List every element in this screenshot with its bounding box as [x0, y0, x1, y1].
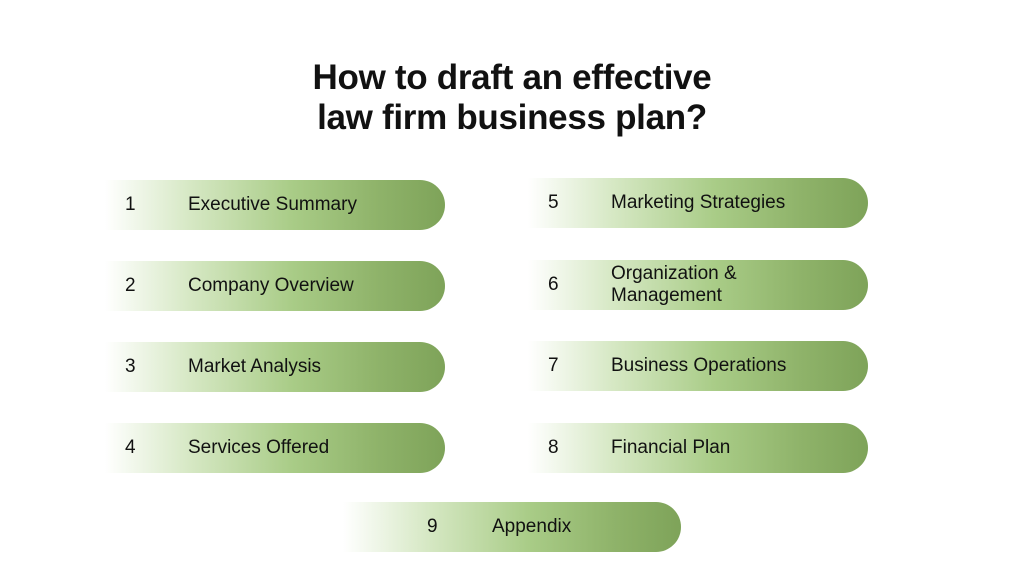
step-number: 7 — [548, 355, 559, 376]
step-number: 6 — [548, 274, 559, 295]
step-label: Organization & Management — [611, 263, 737, 306]
step-label: Services Offered — [188, 437, 330, 458]
step-number: 5 — [548, 192, 559, 213]
step-4: 4 Services Offered — [105, 423, 445, 473]
page-title: How to draft an effective law firm busin… — [0, 58, 1024, 138]
step-label: Business Operations — [611, 355, 787, 376]
step-5: 5 Marketing Strategies — [528, 178, 868, 228]
step-8: 8 Financial Plan — [528, 423, 868, 473]
step-3: 3 Market Analysis — [105, 342, 445, 392]
step-2: 2 Company Overview — [105, 261, 445, 311]
title-line-2: law firm business plan? — [317, 98, 707, 137]
step-label: Company Overview — [188, 275, 354, 296]
step-number: 2 — [125, 275, 136, 296]
step-1: 1 Executive Summary — [105, 180, 445, 230]
step-number: 4 — [125, 437, 136, 458]
step-7: 7 Business Operations — [528, 341, 868, 391]
step-label: Financial Plan — [611, 437, 731, 458]
step-number: 8 — [548, 437, 559, 458]
step-number: 3 — [125, 356, 136, 377]
step-6: 6 Organization & Management — [528, 260, 868, 310]
title-line-1: How to draft an effective — [312, 58, 712, 97]
step-number: 1 — [125, 194, 136, 215]
step-label: Appendix — [492, 516, 572, 537]
step-label: Market Analysis — [188, 356, 322, 377]
step-label: Executive Summary — [188, 194, 357, 215]
step-number: 9 — [427, 516, 438, 537]
step-9: 9 Appendix — [343, 502, 681, 552]
step-label: Marketing Strategies — [611, 192, 786, 213]
